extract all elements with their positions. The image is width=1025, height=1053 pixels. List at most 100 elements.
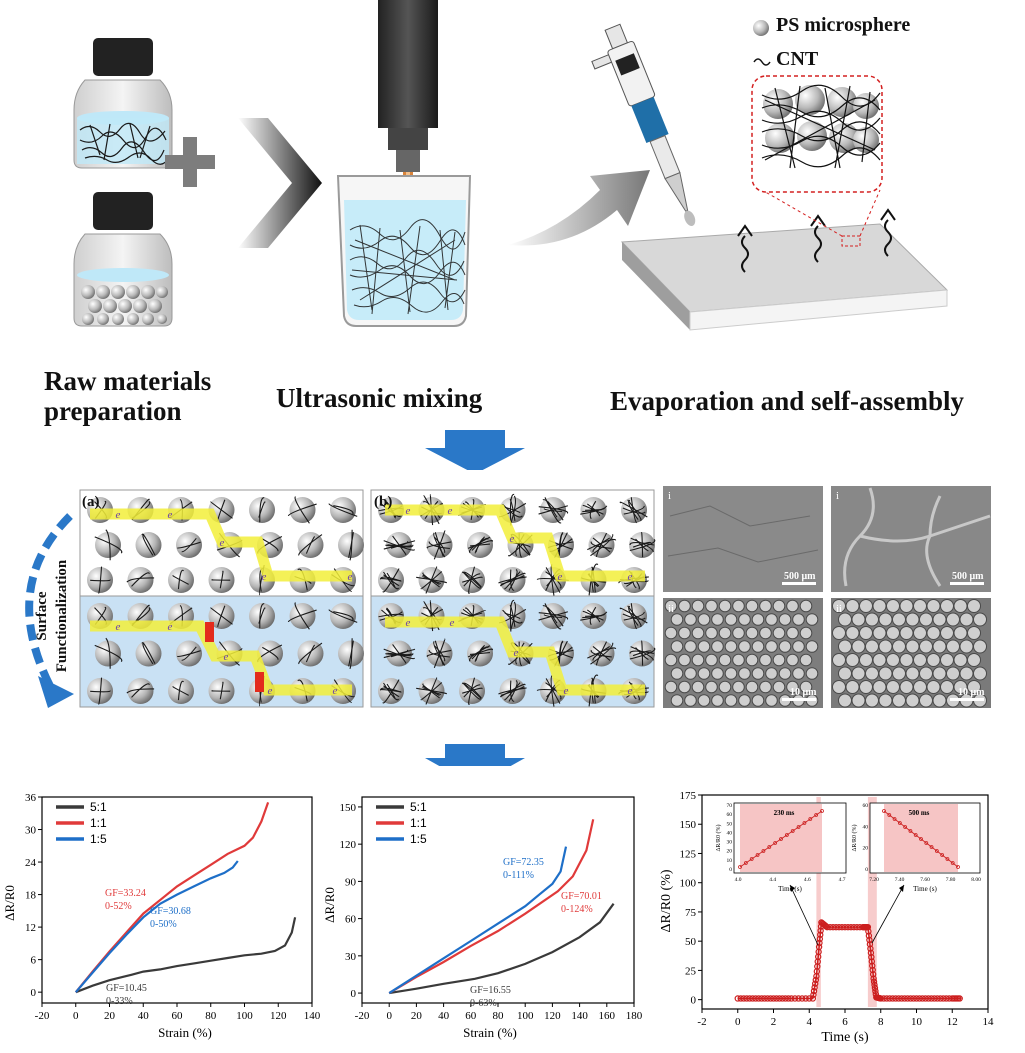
sem-particle (899, 680, 914, 694)
pb-bot-cnt (390, 649, 409, 658)
inset-2-xtick: 7.60 (920, 877, 930, 883)
pa-top-cnt (105, 529, 111, 561)
sem-particle (967, 626, 981, 640)
pb-top-cnt (498, 576, 527, 584)
inset-1-xtick: 4.7 (839, 877, 846, 883)
pb-bot-cnt (378, 613, 404, 618)
pa-bot-cnt (217, 605, 226, 627)
pa-bot-cnt (348, 640, 354, 667)
chart-3-marker (850, 923, 858, 931)
inset-1-xtick: 4.4 (769, 877, 776, 883)
pa-top-cnt (294, 496, 310, 524)
pb-bot-cnt (630, 646, 654, 661)
pb-top-cnt (380, 578, 402, 582)
break-mark-1 (205, 622, 214, 642)
chart-3-marker (870, 975, 877, 982)
sem-particle (926, 599, 941, 613)
pa-bot-cnt (131, 683, 150, 698)
pb-bot-cnt (619, 607, 648, 624)
inset-2-ylabel: ΔR/R0 (%) (851, 824, 858, 851)
chart-2-ytick-label: 90 (345, 876, 357, 888)
electron-marker: e (448, 505, 453, 517)
sem-particle (711, 694, 724, 707)
chart-3-ytick-label: 125 (680, 848, 697, 860)
pb-top-cnt (558, 532, 564, 558)
chart-3-marker (928, 995, 935, 1002)
pa-bot-sphere (176, 640, 202, 667)
chart-1-series-1:5 (74, 860, 239, 993)
chart-3-marker (956, 995, 963, 1002)
chart-3-marker (946, 995, 953, 1002)
chart-3-marker (868, 953, 875, 961)
sem-particle (973, 666, 987, 681)
plus-icon (165, 137, 215, 187)
pa-bot-cnt (297, 679, 308, 702)
sem-particle (772, 626, 786, 640)
chart-3-xtick-label: 12 (947, 1016, 958, 1028)
pb-bot-cnt (422, 683, 440, 699)
pb-bot-cnt (627, 605, 642, 627)
sem-particle (732, 599, 745, 613)
sem-roman-1: i (668, 490, 671, 502)
chart-2-xlabel: Strain (%) (463, 1025, 517, 1040)
chart-2-xtick-label: 100 (517, 1010, 534, 1022)
pa-bot-sphere (249, 603, 275, 629)
pa-top-cnt (177, 569, 184, 590)
chart-1-series-5:1 (75, 917, 297, 994)
chart-3-marker (931, 995, 938, 1002)
pb-top-cnt (383, 571, 399, 590)
pa-top-sphere (135, 532, 162, 558)
pb-bot-cnt (623, 611, 645, 621)
pa-bot-cnt (90, 690, 111, 693)
pb-top-cnt (629, 539, 656, 552)
pb-top-cnt (547, 501, 558, 518)
sem-particle (691, 653, 705, 667)
pb-top-cnt (469, 543, 491, 547)
sem-particle (772, 599, 786, 613)
chart-2-legend-label: 1:5 (410, 832, 427, 846)
pb-bot-cnt (471, 646, 489, 660)
sem-particle (678, 599, 691, 613)
pb-bot-cnt (542, 605, 564, 627)
chart-1-ytick-label: 12 (25, 922, 36, 934)
chart-1-series-1:1 (74, 802, 270, 993)
chart-3-marker (764, 995, 771, 1002)
pb-bot-cnt (509, 599, 515, 632)
pa-bot-cnt (172, 686, 189, 696)
chart-3-series-response (737, 921, 962, 1000)
pa-top-cnt (259, 497, 265, 523)
sem-scale-3: 10 μm (790, 687, 817, 698)
pa-top-sphere (95, 532, 121, 558)
chart-3-marker (943, 995, 950, 1002)
chart-3-marker (867, 945, 874, 952)
pa-top-cnt (209, 501, 233, 519)
pb-bot-cnt (538, 612, 569, 620)
electron-marker: e (450, 617, 455, 629)
chart-3-marker (869, 966, 876, 974)
inset-1-ytick: 0 (729, 867, 732, 873)
chart-3-marker (841, 923, 849, 931)
pb-bot-cnt (582, 610, 604, 621)
electron-marker: e (262, 571, 267, 583)
sem-particle (759, 626, 772, 640)
chart-3-marker (866, 936, 873, 944)
chart-3-marker (773, 995, 780, 1002)
sem-particle (959, 666, 974, 681)
pa-top-cnt (94, 536, 123, 554)
sem-particle (664, 680, 678, 694)
inset-2-marker (950, 861, 955, 865)
inset-2-marker (882, 809, 886, 813)
sem-particle (711, 613, 724, 626)
pa-bot-cnt (176, 650, 201, 658)
pb-bot-sphere (459, 678, 485, 704)
chart-3-marker (761, 995, 768, 1002)
sem-images (663, 486, 991, 708)
pb-top-cnt (433, 532, 446, 558)
sem-particle (838, 639, 852, 654)
chart-3-marker (809, 995, 817, 1002)
sem-particle (759, 653, 772, 667)
sem-particle (851, 612, 866, 627)
sem-particle (919, 639, 933, 654)
sem-particle (718, 653, 732, 667)
sem-particle (892, 639, 906, 654)
